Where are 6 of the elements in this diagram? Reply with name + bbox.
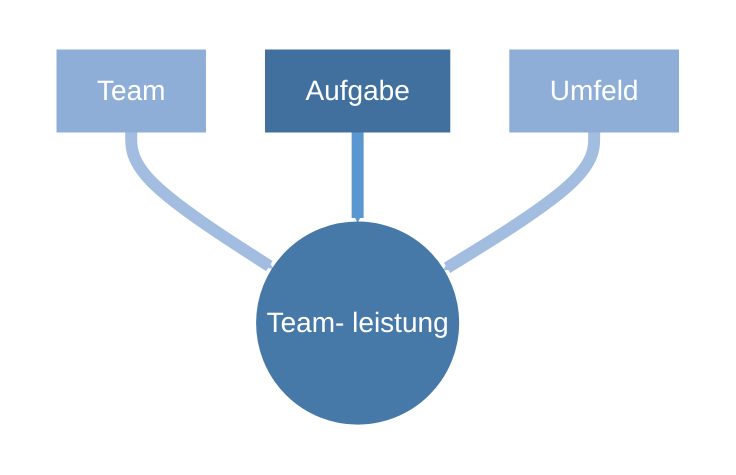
node-box: Team [56, 50, 206, 133]
node-box: Aufgabe [265, 50, 451, 133]
arrow [352, 132, 364, 223]
arrow [443, 132, 600, 274]
node-circle: Team- leistung [256, 222, 460, 426]
node-box: Umfeld [510, 50, 680, 133]
